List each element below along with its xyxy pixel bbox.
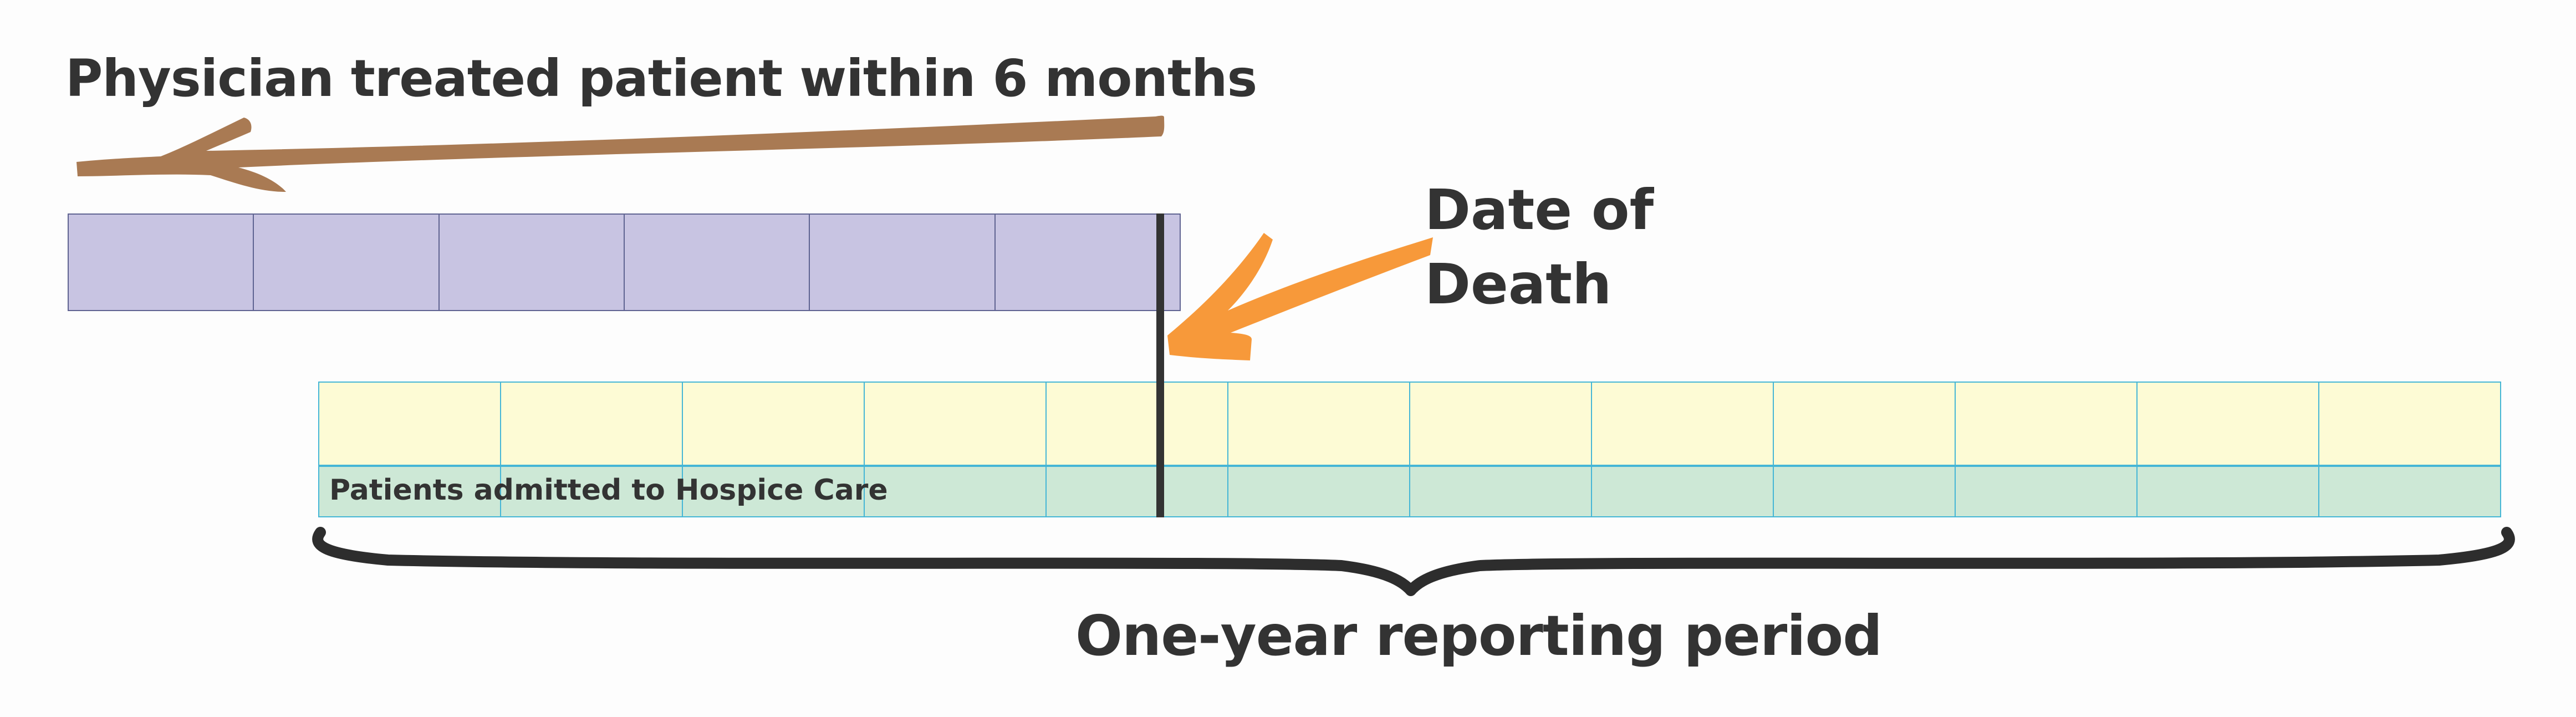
hospice-month-cell	[1774, 466, 1956, 516]
reporting-month-cell	[2138, 383, 2319, 465]
hospice-care-bar	[318, 465, 2501, 517]
hospice-month-cell	[1410, 466, 1592, 516]
reporting-month-cell	[683, 383, 865, 465]
hospice-care-label: Patients admitted to Hospice Care	[329, 474, 888, 507]
physician-arrow-shaft	[76, 115, 1165, 192]
hospice-month-cell	[1592, 466, 1774, 516]
reporting-period-title: One-year reporting period	[1075, 603, 1883, 668]
reporting-month-cell	[1956, 383, 2138, 465]
hospice-month-cell	[1228, 466, 1410, 516]
physician-month-cell	[439, 215, 625, 310]
hospice-month-cell	[2319, 466, 2500, 516]
reporting-month-cell	[2319, 383, 2500, 465]
death-arrow-shaft	[1167, 233, 1433, 360]
reporting-month-cell	[1410, 383, 1592, 465]
brace-path	[312, 527, 2515, 596]
physician-title: Physician treated patient within 6 month…	[65, 49, 1257, 108]
physician-month-cell	[69, 215, 254, 310]
reporting-month-cell	[1592, 383, 1774, 465]
hospice-month-cell	[683, 466, 865, 516]
hospice-month-cell	[865, 466, 1047, 516]
physician-months-bar	[68, 213, 1181, 311]
reporting-month-cell	[1228, 383, 1410, 465]
physician-month-cell	[254, 215, 440, 310]
reporting-period-months	[318, 382, 2501, 465]
reporting-month-cell	[501, 383, 683, 465]
reporting-month-cell	[865, 383, 1047, 465]
reporting-month-cell	[319, 383, 501, 465]
date-of-death-line	[1156, 213, 1164, 517]
physician-month-cell	[810, 215, 996, 310]
reporting-month-cell	[1774, 383, 1956, 465]
hospice-month-cell	[501, 466, 683, 516]
hospice-month-cell	[1047, 466, 1228, 516]
physician-month-cell	[624, 215, 810, 310]
hospice-month-cell	[2138, 466, 2319, 516]
reporting-month-cell	[1047, 383, 1228, 465]
physician-month-cell	[995, 215, 1180, 310]
hospice-month-cell	[1956, 466, 2138, 516]
hospice-month-cell	[319, 466, 501, 516]
date-of-death-label: Date of Death	[1425, 177, 1654, 317]
